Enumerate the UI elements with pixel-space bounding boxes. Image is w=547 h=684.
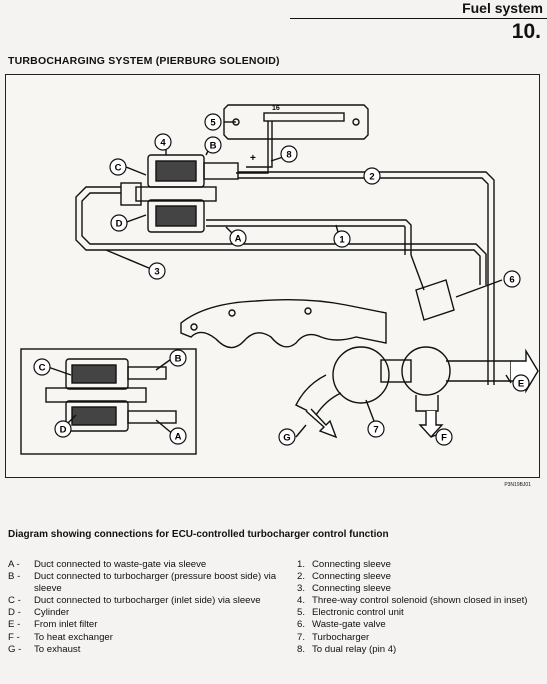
callout-B: B bbox=[204, 136, 222, 154]
svg-text:4: 4 bbox=[160, 138, 166, 149]
legend-item: G -To exhaust bbox=[8, 643, 81, 655]
waste-gate bbox=[415, 279, 455, 321]
svg-text:6: 6 bbox=[509, 275, 514, 286]
svg-text:A: A bbox=[235, 234, 242, 245]
chapter-number: 10. bbox=[511, 20, 541, 43]
callout-7: 7 bbox=[367, 420, 385, 438]
svg-text:F: F bbox=[441, 433, 447, 444]
turbo-turbine bbox=[332, 346, 390, 404]
legend-item: 4.Three-way control solenoid (shown clos… bbox=[297, 595, 528, 607]
ecu-connector bbox=[263, 112, 345, 122]
svg-text:A: A bbox=[175, 432, 182, 443]
svg-text:B: B bbox=[175, 354, 182, 365]
callout-4: 4 bbox=[154, 133, 172, 151]
svg-text:5: 5 bbox=[210, 118, 216, 129]
figure-code: P3N19BJ01 bbox=[504, 482, 531, 488]
svg-text:1: 1 bbox=[339, 235, 345, 246]
inset-callout-D: D bbox=[54, 420, 72, 438]
callout-2: 2 bbox=[363, 167, 381, 185]
svg-text:E: E bbox=[518, 379, 524, 390]
legend-item: 1.Connecting sleeve bbox=[297, 559, 391, 570]
callout-6: 6 bbox=[503, 270, 521, 288]
diagram-drawing: 16 + 5 8 4 B C D A 1 2 3 6 7 E F G C B D… bbox=[20, 104, 539, 455]
legend-item: B -Duct connected to turbocharger (press… bbox=[8, 571, 277, 595]
legend-item: 7.Turbocharger bbox=[297, 631, 370, 643]
plus-icon: + bbox=[250, 153, 256, 164]
legend-item: E -From inlet filter bbox=[8, 619, 98, 631]
pin-label: 16 bbox=[272, 105, 280, 112]
callout-G: G bbox=[278, 428, 296, 446]
svg-text:3: 3 bbox=[154, 267, 159, 278]
callout-1: 1 bbox=[333, 230, 351, 248]
legend-item: 5.Electronic control unit bbox=[297, 607, 404, 619]
ecu-box bbox=[223, 104, 369, 140]
callouts: 5 8 4 B C D A 1 2 3 6 7 E F G C B D A bbox=[33, 113, 530, 446]
legend-item: A -Duct connected to waste-gate via slee… bbox=[8, 559, 207, 570]
solenoid-lower bbox=[147, 199, 205, 233]
inset-callout-A: A bbox=[169, 427, 187, 445]
callout-8: 8 bbox=[280, 145, 298, 163]
legend-item: 8.To dual relay (pin 4) bbox=[297, 643, 397, 655]
section-title: Fuel system bbox=[462, 0, 543, 16]
svg-text:D: D bbox=[60, 425, 67, 436]
callout-C: C bbox=[109, 158, 127, 176]
svg-text:7: 7 bbox=[373, 425, 378, 436]
callout-5: 5 bbox=[204, 113, 222, 131]
turbo-compressor bbox=[401, 346, 451, 396]
legend-item: C -Duct connected to turbocharger (inlet… bbox=[8, 595, 261, 607]
legend-item: D -Cylinder bbox=[8, 607, 70, 619]
legend-numbers: 1.Connecting sleeve 2.Connecting sleeve … bbox=[297, 559, 547, 656]
svg-text:G: G bbox=[283, 433, 290, 444]
figure-title: TURBOCHARGING SYSTEM (PIERBURG SOLENOID) bbox=[8, 55, 280, 67]
svg-text:C: C bbox=[115, 163, 122, 174]
legend-item: 3.Connecting sleeve bbox=[297, 583, 391, 595]
callout-A: A bbox=[229, 229, 247, 247]
header-rule bbox=[290, 18, 547, 19]
svg-text:8: 8 bbox=[286, 150, 291, 161]
inset-callout-B: B bbox=[169, 349, 187, 367]
callout-3: 3 bbox=[148, 262, 166, 280]
exhaust-manifold bbox=[180, 298, 387, 349]
callout-F: F bbox=[435, 428, 453, 446]
svg-text:C: C bbox=[39, 363, 46, 374]
callout-E: E bbox=[512, 374, 530, 392]
legend-item: F -To heat exchanger bbox=[8, 631, 113, 643]
turbo-diagram: 16 + 5 8 4 B C D A 1 2 3 6 7 E F G C B D… bbox=[5, 74, 540, 488]
svg-text:D: D bbox=[116, 219, 123, 230]
svg-text:B: B bbox=[210, 141, 217, 152]
inset-box bbox=[20, 348, 197, 455]
inset-callout-C: C bbox=[33, 358, 51, 376]
callout-D: D bbox=[110, 214, 128, 232]
legend-item: 6.Waste-gate valve bbox=[297, 619, 386, 631]
legend-letters: A -Duct connected to waste-gate via slee… bbox=[8, 559, 278, 656]
svg-text:2: 2 bbox=[369, 172, 374, 183]
figure-caption: Diagram showing connections for ECU-cont… bbox=[8, 529, 389, 540]
legend-item: 2.Connecting sleeve bbox=[297, 571, 391, 583]
